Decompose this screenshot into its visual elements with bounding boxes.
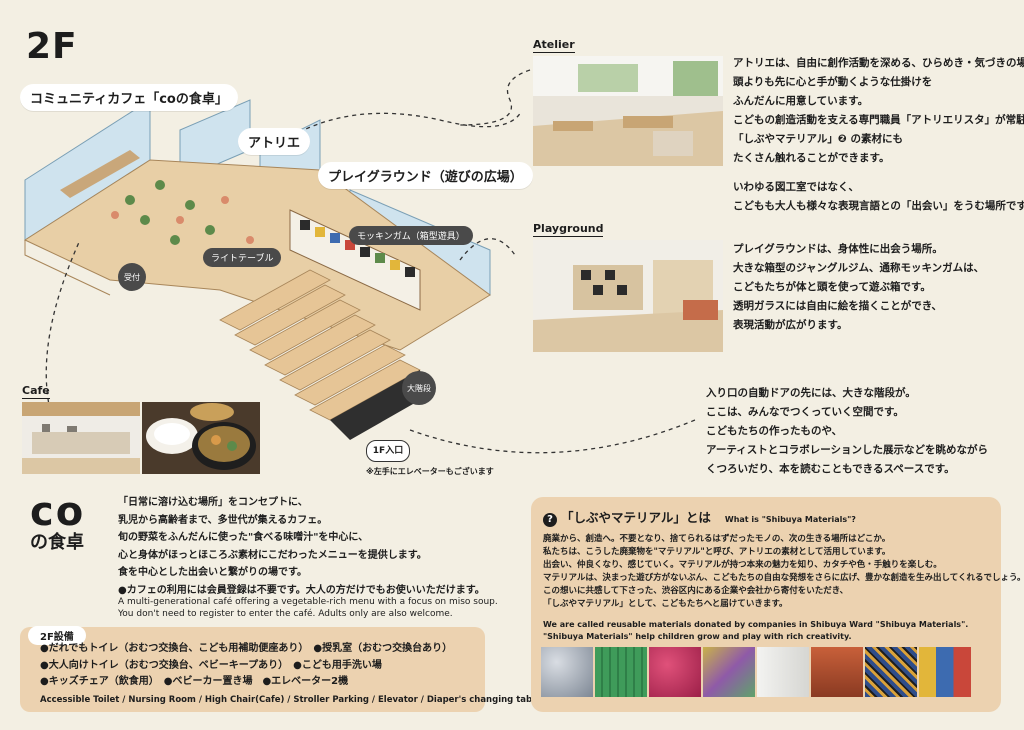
floor-title: 2F xyxy=(26,26,78,67)
material-swatch xyxy=(919,647,971,697)
facility-row: ●大人向けトイレ（おむつ交換台、ベビーキープあり） ●こども用手洗い場 xyxy=(40,659,382,671)
facilities-en: Accessible Toilet / Nursing Room / High … xyxy=(40,695,541,705)
cafe-interior-photo xyxy=(22,402,140,474)
playground-label: Playground xyxy=(533,222,604,237)
atelier-line: いわゆる図工室ではなく、 xyxy=(733,181,859,193)
dashed-leader-atelier xyxy=(459,69,531,126)
atelier-description: アトリエは、自由に創作活動を深める、ひらめき・気づきの場。 頭よりも先に心と手が… xyxy=(733,54,1024,216)
cafe-en-line: A multi-generational café offering a veg… xyxy=(118,597,498,607)
material-swatches xyxy=(541,647,971,697)
playground-line: 表現活動が広がります。 xyxy=(733,319,848,331)
logo-co: co xyxy=(30,489,86,535)
materials-line: 私たちは、こうした廃棄物を"マテリアル"と呼び、アトリエの素材として活用していま… xyxy=(543,547,891,557)
playground-line: 大きな箱型のジャングルジム、通称モッキンガムは、 xyxy=(733,262,985,274)
material-swatch xyxy=(811,647,863,697)
cafe-food-photo xyxy=(142,402,260,474)
atelier-line: たくさん触れることができます。 xyxy=(733,152,890,164)
playground-callout: プレイグラウンド（遊びの広場） xyxy=(318,162,533,189)
material-swatch xyxy=(649,647,701,697)
playground-line: こどもたちが体と頭を使って遊ぶ箱です。 xyxy=(733,281,931,293)
materials-en: We are called reusable materials donated… xyxy=(543,619,968,643)
stairs-line: こどもたちの作ったものや、 xyxy=(706,425,843,437)
atelier-line: こどもも大人も様々な表現言語との「出会い」をうむ場所です。 xyxy=(733,200,1024,212)
cafe-line: 心と身体がほっとほころぶ素材にこだわったメニューを提供します。 xyxy=(118,549,427,561)
reception-tag: 受付 xyxy=(118,263,146,291)
elevator-note: ※左手にエレベーターもございます xyxy=(366,467,494,476)
cafe-description-en: A multi-generational café offering a veg… xyxy=(118,596,498,620)
logo-shokutaku: の食卓 xyxy=(30,532,84,553)
materials-line: 「しぶやマテリアル」として、こどもたちへと届けていきます。 xyxy=(543,599,788,609)
cafe-callout: コミュニティカフェ「coの食卓」 xyxy=(20,84,238,111)
mokkingum-tag: モッキンガム（箱型遊具） xyxy=(349,226,473,245)
cafe-en-line: You don't need to register to enter the … xyxy=(118,609,453,619)
playground-photo xyxy=(533,240,723,352)
atelier-line: 「しぶやマテリアル」❷ の素材にも xyxy=(733,133,903,145)
materials-line: 廃業から、創造へ。不要となり、捨てられるはずだったモノの、次の生きる場所はどこか… xyxy=(543,534,891,544)
playground-line: プレイグラウンドは、身体性に出会う場所。 xyxy=(733,243,943,255)
materials-line: この想いに共感して下さった、渋谷区内にある企業や会社から寄付をいただき、 xyxy=(543,586,849,596)
dashed-leader-stairs xyxy=(409,419,696,454)
atelier-line: アトリエは、自由に創作活動を深める、ひらめき・気づきの場。 xyxy=(733,57,1024,69)
materials-en-line: We are called reusable materials donated… xyxy=(543,620,969,629)
stairs-line: 入り口の自動ドアの先には、大きな階段が。 xyxy=(706,387,916,399)
material-swatch xyxy=(541,647,593,697)
cafe-line: 乳児から高齢者まで、多世代が集えるカフェ。 xyxy=(118,514,328,526)
atelier-line: ふんだんに用意しています。 xyxy=(733,95,869,107)
materials-line: マテリアルは、決まった遊び方がないぶん、こどもたちの自由な発想をさらに広げ、豊か… xyxy=(543,573,1024,583)
co-no-shokutaku-logo: co の食卓 xyxy=(30,492,108,554)
stairs-line: くつろいだり、本を読むこともできるスペースです。 xyxy=(706,463,955,475)
atelier-label: Atelier xyxy=(533,38,575,53)
material-swatch xyxy=(703,647,755,697)
atelier-photo xyxy=(533,56,723,166)
entrance-tag: 1F入口 xyxy=(366,440,410,462)
materials-body: 廃業から、創造へ。不要となり、捨てられるはずだったモノの、次の生きる場所はどこか… xyxy=(543,533,1024,611)
cafe-line: 「日常に溶け込む場所」をコンセプトに、 xyxy=(118,497,308,508)
stairs-description: 入り口の自動ドアの先には、大きな階段が。 ここは、みんなでつくっていく空間です。… xyxy=(706,384,988,479)
materials-title: 「しぶやマテリアル」とは xyxy=(561,510,711,525)
materials-line: 出会い、仲良くなり、感じていく。マテリアルが持つ本来の魅力を知り、カタチや色・手… xyxy=(543,560,942,570)
facility-row: ●キッズチェア（飲食用） ●ベビーカー置き場 ●エレベーター2機 xyxy=(40,676,349,687)
cafe-description: 「日常に溶け込む場所」をコンセプトに、 乳児から高齢者まで、多世代が集えるカフェ… xyxy=(118,494,485,599)
material-swatch xyxy=(865,647,917,697)
playground-line: 透明ガラスには自由に絵を描くことができ、 xyxy=(733,300,943,312)
atelier-line: こどもの創造活動を支える専門職員「アトリエリスタ」が常駐。 xyxy=(733,114,1024,126)
material-swatch xyxy=(595,647,647,697)
materials-en-line: "Shibuya Materials" help children grow a… xyxy=(543,632,852,641)
facility-row: ●だれでもトイレ（おむつ交換台、こども用補助便座あり） ●授乳室（おむつ交換台あ… xyxy=(40,643,453,654)
atelier-line: 頭よりも先に心と手が動くような仕掛けを xyxy=(733,76,933,88)
materials-header: ? 「しぶやマテリアル」とは What is "Shibuya Materials"… xyxy=(543,507,856,527)
light-table-tag: ライトテーブル xyxy=(203,248,282,267)
shibuya-materials-box: ? 「しぶやマテリアル」とは What is "Shibuya Materials"… xyxy=(531,497,1024,712)
facilities-box: 2F設備 ●だれでもトイレ（おむつ交換台、こども用補助便座あり） ●授乳室（おむ… xyxy=(20,626,541,712)
question-icon: ? xyxy=(543,513,557,527)
stairs-line: アーティストとコラボレーションした展示などを眺めながら xyxy=(706,444,989,456)
facilities-title: 2F設備 xyxy=(28,626,86,645)
cafe-label: Cafe xyxy=(22,384,50,399)
stairs-tag: 大階段 xyxy=(402,371,436,405)
playground-description: プレイグラウンドは、身体性に出会う場所。 大きな箱型のジャングルジム、通称モッキ… xyxy=(733,240,984,335)
atelier-callout: アトリエ xyxy=(238,128,311,155)
cafe-line: 旬の野菜をふんだんに使った"食べる味噌汁"を中心に、 xyxy=(118,532,369,543)
material-swatch xyxy=(757,647,809,697)
materials-title-en: What is "Shibuya Materials"? xyxy=(724,515,856,524)
cafe-line: ●カフェの利用には会員登録は不要です。大人の方だけでもお使いいただけます。 xyxy=(118,584,485,596)
cafe-line: 食を中心とした出会いと繋がりの場です。 xyxy=(118,567,307,578)
stairs-line: ここは、みんなでつくっていく空間です。 xyxy=(706,406,904,418)
